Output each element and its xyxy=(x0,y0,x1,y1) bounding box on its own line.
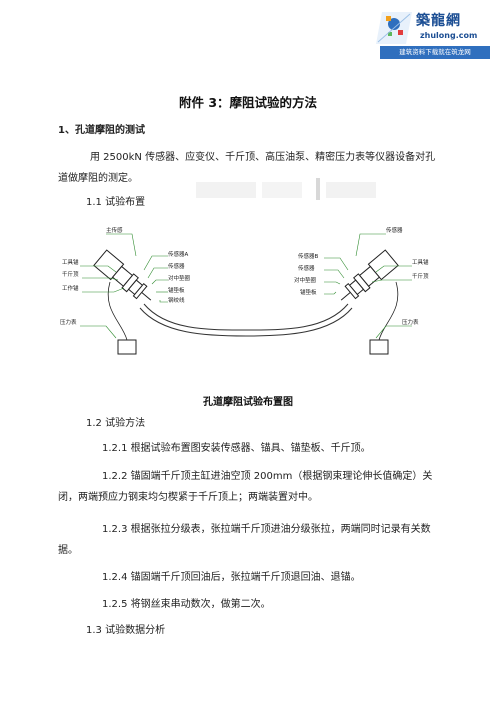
diagram-label: 对中垫圈 xyxy=(168,274,191,282)
diagram-label: 传感器B xyxy=(298,252,319,260)
watermark xyxy=(196,178,376,200)
diagram-label: 千斤顶 xyxy=(62,270,79,278)
diagram-label: 工具锚 xyxy=(62,258,79,266)
logo-url: zhulong.com xyxy=(420,31,478,40)
step-1-2-4: 1.2.4 锚固端千斤顶回油后，张拉端千斤顶退回油、退锚。 xyxy=(102,572,361,583)
left-pump-box xyxy=(117,339,137,355)
step-1-2-1: 1.2.1 根据试验布置图安装传感器、锚具、锚垫板、千斤顶。 xyxy=(102,443,371,454)
step-1-2-5: 1.2.5 将钢丝束串动数次，做第二次。 xyxy=(102,599,271,610)
right-jack-assembly xyxy=(340,249,399,301)
zhulong-logo xyxy=(376,12,412,44)
diagram-label: 主传感 xyxy=(106,226,123,234)
diagram-label: 传感器 xyxy=(386,226,403,234)
diagram-label: 工作锚 xyxy=(62,284,79,292)
page-title: 附件 3：摩阻试验的方法 xyxy=(178,95,318,110)
diagram-label: 压力表 xyxy=(402,318,419,326)
friction-test-diagram: 主传感 工具锚 千斤顶 工作锚 传感器A 传感器 对中垫圈 锚垫板 钢绞线 压力… xyxy=(60,226,429,355)
diagram-label: 钢绞线 xyxy=(168,296,185,304)
logo-mark-icon xyxy=(376,12,412,44)
diagram-label: 对中垫圈 xyxy=(294,276,317,284)
diagram-label: 传感器 xyxy=(298,264,315,272)
diagram-label: 工具锚 xyxy=(412,258,429,266)
section-1-paragraph: 用 2500kN 传感器、应变仪、千斤顶、高压油泵、精密压力表等仪器设备对孔道做… xyxy=(58,152,436,184)
right-pump-box xyxy=(369,339,389,355)
diagram-label: 锚垫板 xyxy=(300,288,317,296)
left-jack-assembly xyxy=(93,249,152,301)
logo-banner: 建筑资料下载就在筑龙网 xyxy=(380,46,490,59)
step-1-2-3: 1.2.3 根据张拉分级表，张拉端千斤顶进油分级张拉，两端同时记录有关数据。 xyxy=(58,524,431,556)
diagram-label: 压力表 xyxy=(60,318,77,326)
subsection-1-3: 1.3 试验数据分析 xyxy=(86,625,166,636)
subsection-1-1: 1.1 试验布置 xyxy=(86,197,146,208)
step-1-2-2: 1.2.2 锚固端千斤顶主缸进油空顶 200mm（根据钢束理论伸长值确定）关闭，… xyxy=(58,471,433,503)
logo-title: 築龍網 xyxy=(416,13,461,29)
diagram-label: 千斤顶 xyxy=(412,272,429,280)
diagram-label: 传感器A xyxy=(168,250,189,258)
diagram-label: 传感器 xyxy=(168,262,185,270)
diagram-label: 锚垫板 xyxy=(168,286,185,294)
subsection-1-2: 1.2 试验方法 xyxy=(86,418,146,429)
figure-caption: 孔道摩阻试验布置图 xyxy=(203,397,293,408)
section-1-heading: 1、孔道摩阻的测试 xyxy=(58,125,145,136)
